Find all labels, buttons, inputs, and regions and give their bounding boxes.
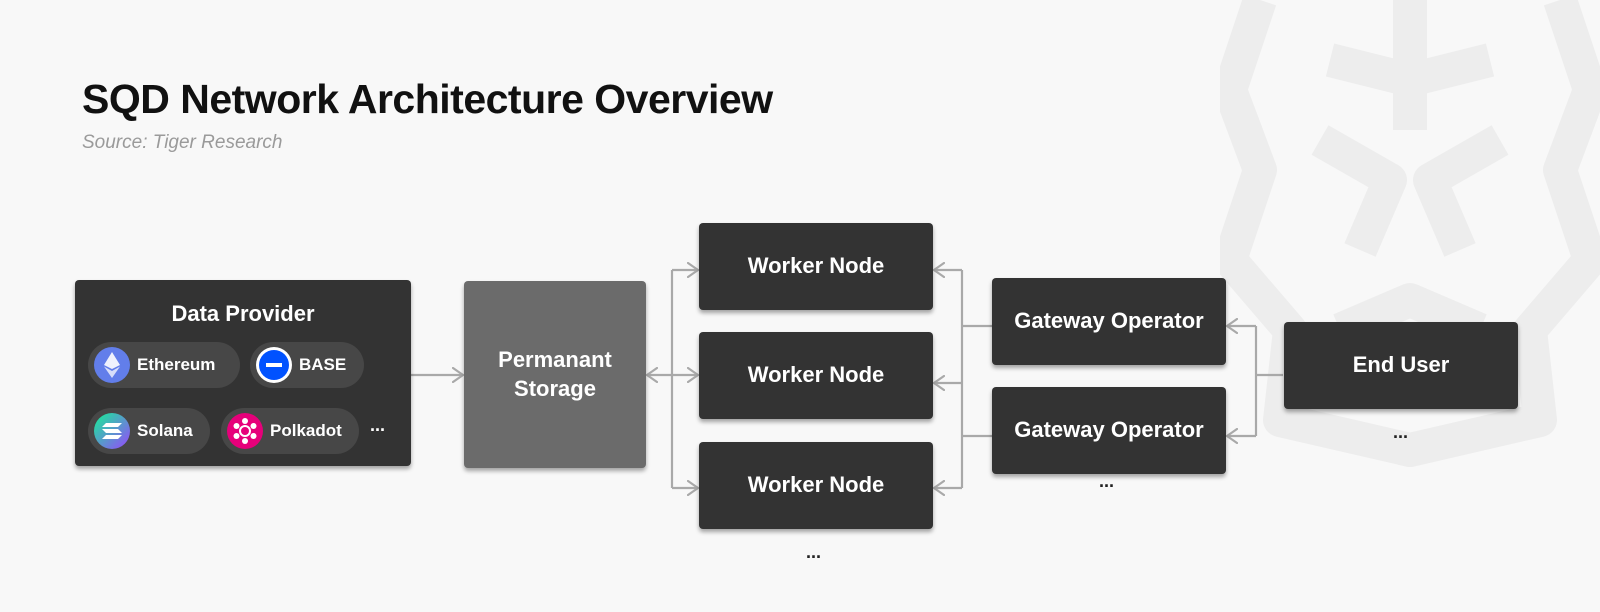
source-caption: Source: Tiger Research xyxy=(82,132,283,153)
storage-label: Permanant Storage xyxy=(498,346,612,401)
more-workers-ellipsis: ... xyxy=(806,542,822,562)
page-title: SQD Network Architecture Overview xyxy=(82,76,773,122)
polkadot-icon xyxy=(227,413,263,449)
tiger-watermark-graphic xyxy=(1220,0,1600,467)
gateway-operator-box: Gateway Operator xyxy=(992,278,1226,365)
chain-label: Polkadot xyxy=(270,420,342,440)
end-user-label: End User xyxy=(1352,352,1450,378)
solana-icon xyxy=(94,413,130,449)
gateway-operator-label: Gateway Operator xyxy=(1014,417,1204,443)
base-icon xyxy=(256,347,292,383)
chain-chip-base: BASE xyxy=(250,342,364,388)
end-user-box: End User xyxy=(1284,322,1518,409)
ethereum-icon xyxy=(94,347,130,383)
gateway-operator-label: Gateway Operator xyxy=(1014,308,1204,334)
chain-chip-solana: Solana xyxy=(88,408,210,454)
permanent-storage-box: Permanant Storage xyxy=(464,281,646,468)
worker-node-label: Worker Node xyxy=(747,362,885,388)
chain-chip-polkadot: Polkadot xyxy=(221,408,359,454)
worker-node-box: Worker Node xyxy=(699,332,933,419)
worker-node-label: Worker Node xyxy=(747,472,885,498)
worker-node-label: Worker Node xyxy=(747,253,885,279)
more-gateways-ellipsis: ... xyxy=(1099,471,1115,491)
data-provider-title: Data Provider xyxy=(171,301,315,326)
worker-node-box: Worker Node xyxy=(699,442,933,529)
more-users-ellipsis: ... xyxy=(1393,422,1409,442)
gateway-operator-box: Gateway Operator xyxy=(992,387,1226,474)
more-chains-ellipsis: ... xyxy=(370,415,386,435)
data-provider-box: Data Provider Ethereum BASE Solana xyxy=(75,280,411,466)
chain-label: Ethereum xyxy=(137,354,216,374)
chain-chip-ethereum: Ethereum xyxy=(88,342,240,388)
chain-label: BASE xyxy=(299,354,347,374)
worker-node-box: Worker Node xyxy=(699,223,933,310)
chain-label: Solana xyxy=(137,420,193,440)
